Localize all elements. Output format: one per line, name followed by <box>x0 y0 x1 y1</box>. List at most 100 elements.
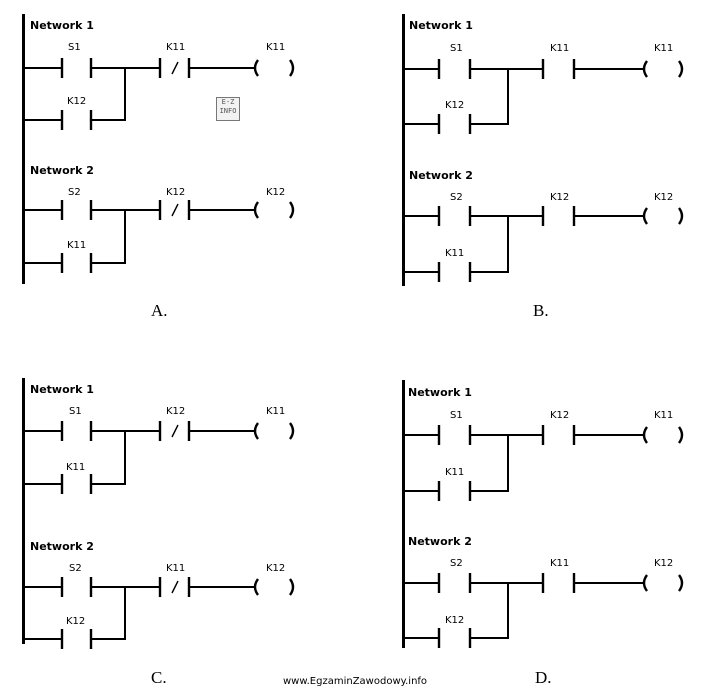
parallel-contact-symbol <box>60 110 93 130</box>
coil-label: K11 <box>266 406 285 417</box>
option-letter-b: B. <box>533 301 549 320</box>
coil-symbol <box>253 201 295 219</box>
parallel-contact-label: K12 <box>445 100 464 111</box>
option-a-diagram: Network 1 S1 K12 K11 K11 Network 2 S2 K1… <box>18 14 348 314</box>
series-contact-symbol <box>158 421 191 441</box>
contact-symbol <box>60 200 93 220</box>
contact-label: S1 <box>69 406 82 417</box>
network-title: Network 2 <box>30 164 94 177</box>
parallel-contact-label: K11 <box>67 240 86 251</box>
coil-symbol <box>253 59 295 77</box>
network-2: Network 2 S2 K12 K11 K12 <box>25 540 295 649</box>
coil-label: K11 <box>654 43 673 54</box>
series-contact-symbol <box>158 577 191 597</box>
contact-label: S1 <box>68 42 81 53</box>
coil-label: K12 <box>654 192 673 203</box>
option-letter-d: D. <box>535 668 552 687</box>
contact-symbol <box>437 573 472 593</box>
option-d-diagram: Network 1 S1 K11 K12 K11 Network 2 S2 K1… <box>398 380 717 680</box>
network-2: Network 2 S2 K12 K11 K12 <box>405 535 684 648</box>
series-contact-symbol <box>158 58 191 78</box>
parallel-contact-label: K12 <box>445 615 464 626</box>
parallel-contact-symbol <box>437 262 472 282</box>
left-power-rail <box>402 380 405 648</box>
series-contact-symbol <box>541 206 576 226</box>
network-1: Network 1 S1 K11 K12 K11 <box>25 383 295 494</box>
contact-label: S1 <box>450 410 463 421</box>
series-contact-symbol <box>541 573 576 593</box>
contact-label: S1 <box>450 43 463 54</box>
coil-symbol <box>642 574 684 592</box>
coil-symbol <box>642 426 684 444</box>
rung-wiring <box>25 209 254 264</box>
parallel-contact-symbol <box>60 253 93 273</box>
network-2: Network 2 S2 K11 K12 K12 <box>25 164 295 273</box>
watermark-text: INFO <box>219 107 237 115</box>
series-contact-label: K11 <box>166 42 185 53</box>
contact-label: S2 <box>450 558 463 569</box>
contact-symbol <box>437 59 472 79</box>
network-title: Network 2 <box>409 169 473 182</box>
normally-closed-slash <box>171 203 179 217</box>
contact-symbol <box>60 421 93 441</box>
coil-label: K11 <box>654 410 673 421</box>
network-2: Network 2 S2 K11 K12 K12 <box>405 169 684 282</box>
series-contact-label: K11 <box>550 558 569 569</box>
contact-label: S2 <box>69 563 82 574</box>
normally-closed-slash <box>171 580 179 594</box>
series-contact-label: K12 <box>550 410 569 421</box>
normally-closed-slash <box>171 424 179 438</box>
contact-symbol <box>437 206 472 226</box>
network-title: Network 2 <box>408 535 472 548</box>
series-contact-symbol <box>158 200 191 220</box>
network-1: Network 1 S1 K12 K11 K11 <box>405 19 684 134</box>
coil-label: K11 <box>266 42 285 53</box>
rung-wiring <box>405 582 643 639</box>
coil-symbol <box>253 422 295 440</box>
network-1: Network 1 S1 K11 K12 K11 <box>405 386 684 501</box>
option-b-diagram: Network 1 S1 K12 K11 K11 Network 2 S2 K1… <box>398 14 717 314</box>
series-contact-label: K11 <box>166 563 185 574</box>
rung-wiring <box>25 586 254 640</box>
contact-label: S2 <box>450 192 463 203</box>
left-power-rail <box>402 14 405 286</box>
coil-symbol <box>642 60 684 78</box>
option-letter-c: C. <box>151 668 167 687</box>
parallel-contact-label: K11 <box>445 467 464 478</box>
rung-wiring <box>405 434 643 492</box>
option-letter-a: A. <box>151 301 168 320</box>
rung-wiring <box>405 215 643 273</box>
ladder-svg: Network 1 S1 K12 K11 K11 Network 2 S2 K1… <box>22 14 295 284</box>
network-1: Network 1 S1 K12 K11 K11 <box>25 19 295 130</box>
coil-label: K12 <box>266 187 285 198</box>
parallel-contact-symbol <box>60 629 93 649</box>
contact-symbol <box>60 58 93 78</box>
coil-symbol <box>253 578 295 596</box>
series-contact-label: K12 <box>550 192 569 203</box>
coil-label: K12 <box>266 563 285 574</box>
watermark-logo: E-Z INFO <box>216 97 240 121</box>
ladder-svg: Network 1 S1 K12 K11 K11 Network 2 S2 K1… <box>402 14 684 286</box>
parallel-contact-symbol <box>437 481 472 501</box>
parallel-contact-label: K12 <box>66 616 85 627</box>
parallel-contact-label: K11 <box>66 462 85 473</box>
rung-wiring <box>25 67 254 121</box>
ladder-svg: Network 1 S1 K11 K12 K11 Network 2 S2 K1… <box>402 380 684 648</box>
series-contact-label: K12 <box>166 406 185 417</box>
coil-symbol <box>642 207 684 225</box>
parallel-contact-symbol <box>60 474 93 494</box>
network-title: Network 1 <box>30 383 94 396</box>
parallel-contact-label: K12 <box>67 96 86 107</box>
network-title: Network 1 <box>30 19 94 32</box>
rung-wiring <box>405 68 643 125</box>
series-contact-label: K11 <box>550 43 569 54</box>
source-footer: www.EgzaminZawodowy.info <box>283 676 428 687</box>
series-contact-label: K12 <box>166 187 185 198</box>
parallel-contact-symbol <box>437 114 472 134</box>
series-contact-symbol <box>541 59 576 79</box>
series-contact-symbol <box>541 425 576 445</box>
network-title: Network 1 <box>409 19 473 32</box>
coil-label: K12 <box>654 558 673 569</box>
rung-wiring <box>25 430 254 485</box>
watermark-text: E-Z <box>221 98 235 106</box>
